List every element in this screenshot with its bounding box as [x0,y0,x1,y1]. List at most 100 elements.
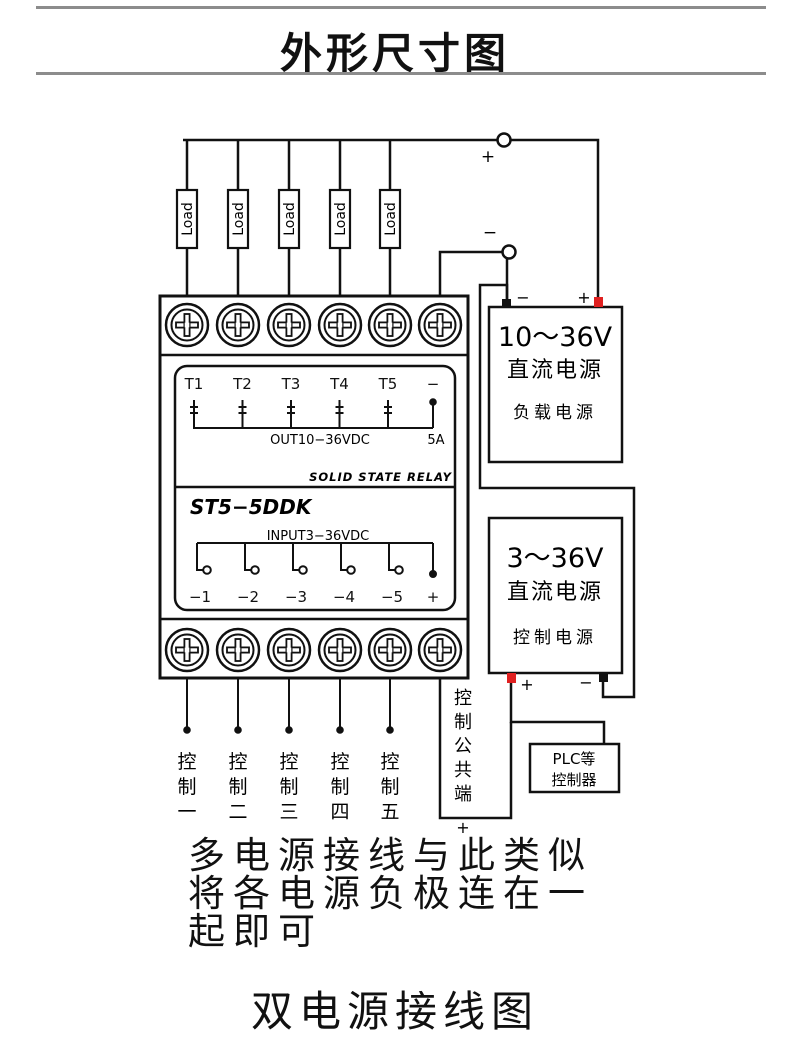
control-wire-end [386,726,394,734]
control-wire-end [285,726,293,734]
output-terminal-screw [417,302,463,348]
output-terminal-screw [266,302,312,348]
load-supply-name: 负载电源 [513,403,597,423]
load-label: Load [383,202,399,236]
brand-label: SOLID STATE RELAY [309,470,453,484]
load-label: Load [333,202,349,236]
common-terminal-label: 共 [454,760,472,781]
load-resistor-box [328,188,352,250]
load-label: Load [282,202,298,236]
control-supply-type: 直流电源 [507,580,603,605]
control-channel-label: 五 [380,801,399,823]
output-terminal-label: T4 [329,375,349,393]
control-wire-end [234,726,242,734]
load-resistor-box [277,188,301,250]
common-terminal-label: 控 [454,688,472,709]
input-terminal-screw [164,627,210,673]
note-line-3: 起即可 [188,910,323,953]
control-channel-label: 制 [330,776,349,798]
input-terminal-screw [367,627,413,673]
control-channel-label: 一 [177,801,196,823]
control-channel-label: 制 [228,776,247,798]
input-switch-lead [244,543,251,571]
control-channel-label: 四 [330,801,349,823]
control-power-supply: 3～36V 直流电源 控制电源 + − [487,516,624,694]
control-channel-label: 制 [380,776,399,798]
input-switch-lead [196,543,203,571]
plc-sublabel: 控制器 [551,771,596,789]
note-line-1: 多电源接线与此类似 [188,834,593,877]
load-supply-plus-label: + [577,288,590,307]
input-terminal-screw [417,627,463,673]
output-spec-label: OUT10−36VDC [270,433,370,448]
load-resistor-box [226,188,250,250]
input-terminal-label: −4 [333,588,355,606]
input-terminal-label: −3 [285,588,307,606]
control-channel-label: 控 [228,751,247,773]
input-switch-lead [388,543,395,571]
note-line-2: 将各电源负极连在一 [188,872,593,915]
control-channel-label: 二 [228,801,247,823]
load-supply-voltage: 10～36V [498,322,613,353]
supply-wiring [183,138,636,820]
relay-module [158,294,470,680]
control-channel-label: 三 [279,801,298,823]
control-channel-label: 制 [279,776,298,798]
output-terminal-screw [164,302,210,348]
load-resistor-box [175,188,199,250]
load-resistor-box [378,188,402,250]
input-spec-label: INPUT3−36VDC [267,529,370,544]
input-switch-contact [346,565,356,575]
input-terminal-screw [215,627,261,673]
model-label: ST5−5DDK [190,495,313,519]
output-terminal-label: − [427,375,440,393]
control-channel-label: 控 [279,751,298,773]
plc-label: PLC等 [553,750,596,768]
control-channel-label: 控 [380,751,399,773]
input-switch-lead [340,543,347,571]
input-switch-contact [202,565,212,575]
control-wire-end [336,726,344,734]
output-terminal-label: T1 [184,375,204,393]
plc-controller: PLC等 控制器 [528,742,621,794]
input-terminal-label: −5 [381,588,403,606]
control-supply-plus-label: + [520,675,533,694]
common-terminal-label: 端 [454,784,472,805]
positive-terminal-node [496,132,512,148]
input-common-dot [429,570,437,578]
input-terminal-label: −1 [189,588,211,606]
control-channel-label: 控 [177,751,196,773]
top-rule [36,6,766,9]
input-switch-contact [394,565,404,575]
load-label: Load [180,202,196,236]
title-underline [36,72,766,75]
control-channel-label: 控 [330,751,349,773]
negative-terminal-node [501,244,517,260]
output-terminal-label: T5 [378,375,398,393]
output-terminal-label: T2 [232,375,252,393]
load-supply-minus-label: − [516,288,529,307]
positive-node-label: + [481,147,495,167]
load-supply-type: 直流电源 [507,358,603,383]
load-power-supply: 10～36V 直流电源 负载电源 − + [487,288,624,464]
input-terminal-label: + [427,588,440,606]
control-channel-label: 制 [177,776,196,798]
output-terminal-label: T3 [281,375,301,393]
input-switch-contact [298,565,308,575]
page-title: 外形尺寸图 [279,29,510,78]
input-switch-lead [292,543,299,571]
input-terminal-label: −2 [237,588,259,606]
input-terminal-screw [317,627,363,673]
common-terminal-label: 制 [454,712,472,733]
current-rating-label: 5A [427,433,444,448]
supply-terminals [502,297,608,683]
output-terminal-screw [215,302,261,348]
output-terminal-screw [317,302,363,348]
output-terminal-screw [367,302,413,348]
input-terminal-screw [266,627,312,673]
input-switch-contact [250,565,260,575]
common-terminal-label: 公 [454,736,472,757]
common-terminal-plus: + [456,818,469,837]
load-label: Load [231,202,247,236]
